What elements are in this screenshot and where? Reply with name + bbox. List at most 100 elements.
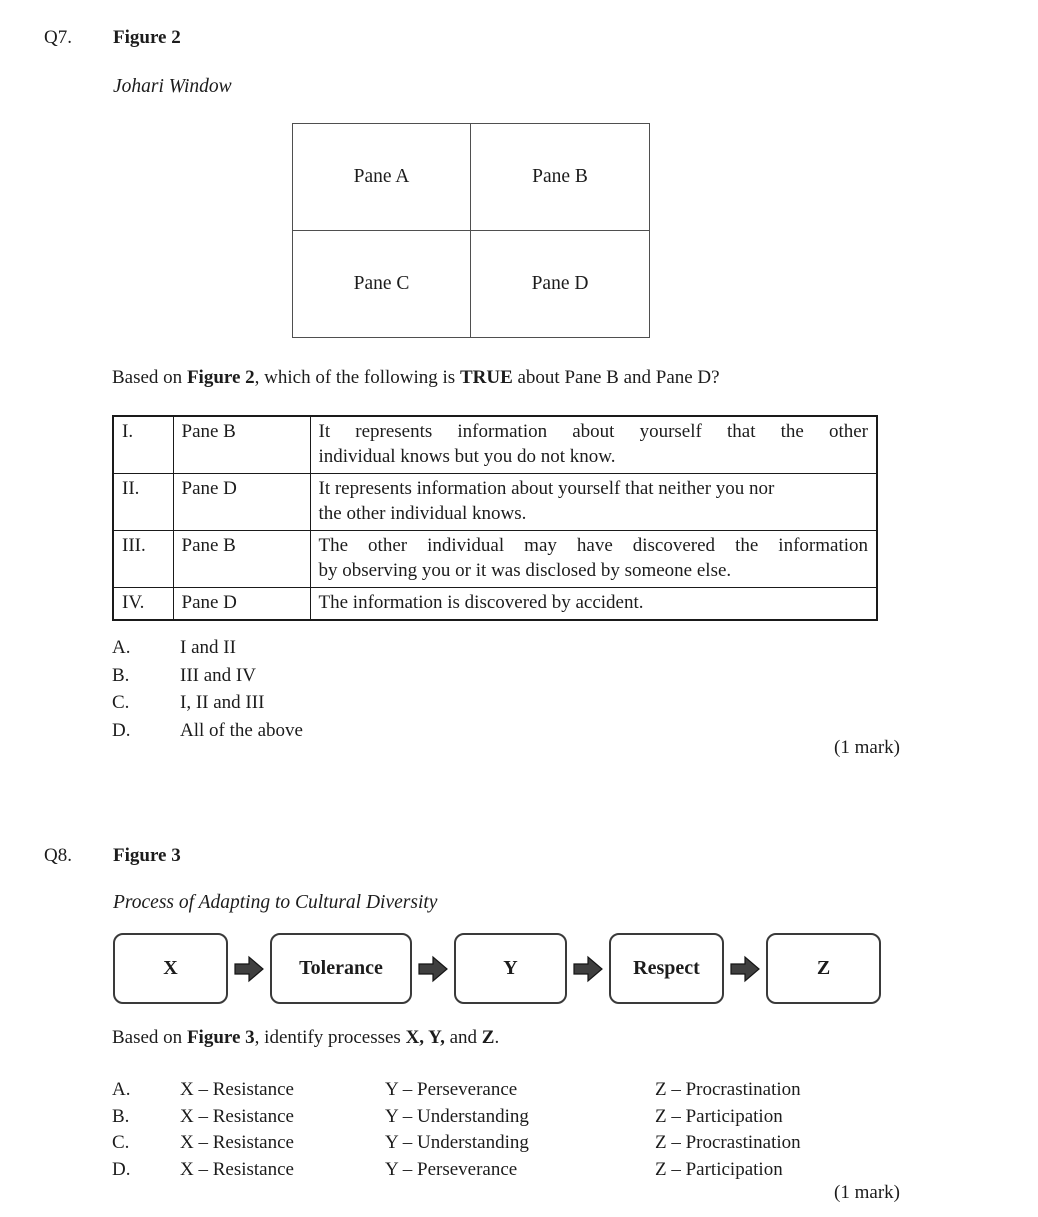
row-description: The other individual may have discovered… (309, 530, 878, 588)
row-pane: Pane B (172, 415, 311, 474)
option-letter: C. (112, 692, 130, 713)
option-y: Y – Perseverance (385, 1158, 518, 1180)
option-z: Z – Procrastination (655, 1079, 801, 1100)
q8-number: Q8. (44, 845, 72, 866)
adaptation-process-flowchart: X Tolerance Y Respect Z (113, 933, 881, 1004)
q7-figure-label: Figure 2 (113, 27, 181, 48)
description-line: It represents information about yourself… (318, 478, 775, 499)
description-line: individual knows but you do not know. (318, 446, 616, 467)
q8-figure-caption: Process of Adapting to Cultural Diversit… (113, 892, 438, 913)
option-x: X – Resistance (180, 1158, 294, 1180)
row-description: It represents information about yourself… (309, 473, 878, 531)
option-letter: B. (112, 664, 130, 686)
q7-number: Q7. (44, 27, 72, 48)
flow-step-label: Tolerance (299, 957, 383, 979)
q7-mark-allocation: (1 mark) (834, 737, 900, 758)
q7-question: Based on Figure 2, which of the followin… (112, 367, 720, 389)
q8-question: Based on Figure 3, identify processes X,… (112, 1027, 499, 1049)
option-x: X – Resistance (180, 1132, 294, 1153)
flow-arrow-icon (567, 954, 609, 984)
option-letter: D. (112, 719, 131, 741)
option-z: Z – Participation (655, 1105, 783, 1127)
description-line: The information is discovered by acciden… (318, 592, 644, 613)
q7-options: A.I and II B.III and IV C.I, II and III … (112, 634, 303, 744)
row-pane: Pane B (172, 530, 311, 588)
table-row: I. Pane B It represents information abou… (112, 415, 878, 474)
q8-question-figure-ref: Figure 3 (186, 1027, 255, 1048)
johari-pane-d: Pane D (471, 231, 649, 338)
option-text: I and II (180, 637, 236, 658)
flow-arrow-icon (228, 954, 270, 984)
q8-question-emphasis: Z (481, 1027, 495, 1048)
johari-pane-c-label: Pane C (353, 272, 410, 294)
flow-step-label: Y (503, 957, 518, 979)
option-text: I, II and III (180, 692, 265, 713)
johari-window-figure: Pane A Pane B Pane C Pane D (292, 123, 650, 338)
q7-question-text: about Pane B and Pane D? (512, 367, 720, 388)
flow-step-label: X (163, 957, 178, 979)
flow-step-x: X (113, 933, 228, 1004)
option-letter: C. (112, 1132, 130, 1153)
flow-arrow-icon (724, 954, 766, 984)
q8-question-text: . (494, 1027, 500, 1048)
option-y: Y – Perseverance (385, 1079, 518, 1100)
q8-question-emphasis: X, Y, (405, 1027, 445, 1048)
description-line: It represents information about yourself… (318, 421, 869, 442)
row-description: The information is discovered by acciden… (309, 587, 878, 621)
johari-pane-a-label: Pane A (353, 165, 410, 187)
option-letter: B. (112, 1105, 130, 1127)
q7-question-figure-ref: Figure 2 (186, 367, 255, 388)
table-row: III. Pane B The other individual may hav… (112, 530, 878, 588)
q8-mark-allocation: (1 mark) (834, 1182, 900, 1203)
option-letter: D. (112, 1158, 131, 1180)
table-row: IV. Pane D The information is discovered… (112, 587, 878, 621)
table-row: II. Pane D It represents information abo… (112, 473, 878, 531)
q8-question-text: and (444, 1027, 482, 1048)
q7-option-d: D. All of the above (112, 717, 303, 745)
option-y: Y – Understanding (385, 1105, 529, 1127)
option-y: Y – Understanding (385, 1132, 529, 1153)
description-line: The other individual may have discovered… (318, 535, 869, 556)
option-text: All of the above (180, 719, 303, 741)
option-letter: A. (112, 1079, 131, 1100)
option-x: X – Resistance (180, 1079, 294, 1100)
flow-step-tolerance: Tolerance (270, 933, 412, 1004)
flow-step-respect: Respect (609, 933, 724, 1004)
row-description: It represents information about yourself… (309, 415, 878, 474)
option-x: X – Resistance (180, 1105, 294, 1127)
row-numeral: II. (112, 473, 174, 531)
flow-step-y: Y (454, 933, 567, 1004)
description-line: by observing you or it was disclosed by … (318, 560, 732, 581)
q7-statement-table: I. Pane B It represents information abou… (112, 415, 878, 621)
johari-pane-a: Pane A (293, 124, 471, 231)
option-text: III and IV (180, 664, 256, 686)
q7-option-b: B. III and IV (112, 662, 303, 690)
flow-arrow-icon (412, 954, 454, 984)
q8-question-text: , identify processes (254, 1027, 406, 1048)
johari-pane-b: Pane B (471, 124, 649, 231)
q8-options: A. X – Resistance Y – Perseverance Z – P… (112, 1077, 801, 1183)
row-numeral: IV. (112, 587, 174, 621)
q7-question-text: Based on (112, 367, 187, 388)
johari-pane-b-label: Pane B (532, 165, 588, 187)
q7-question-emphasis: TRUE (459, 367, 513, 388)
option-z: Z – Procrastination (655, 1132, 801, 1153)
q8-question-text: Based on (112, 1027, 187, 1048)
q7-question-text: , which of the following is (254, 367, 460, 388)
description-line: the other individual knows. (318, 503, 527, 524)
row-numeral: III. (112, 530, 174, 588)
option-z: Z – Participation (655, 1158, 783, 1180)
johari-pane-d-label: Pane D (531, 272, 589, 294)
flow-step-label: Z (816, 957, 831, 979)
q7-option-a: A. I and II (112, 634, 303, 662)
johari-pane-c: Pane C (293, 230, 471, 337)
row-pane: Pane D (172, 473, 311, 531)
q7-figure-caption: Johari Window (113, 76, 232, 97)
option-letter: A. (112, 637, 131, 658)
q7-option-c: C. I, II and III (112, 689, 303, 717)
row-numeral: I. (112, 415, 174, 474)
flow-step-label: Respect (633, 957, 700, 979)
row-pane: Pane D (172, 587, 311, 621)
flow-step-z: Z (766, 933, 881, 1004)
